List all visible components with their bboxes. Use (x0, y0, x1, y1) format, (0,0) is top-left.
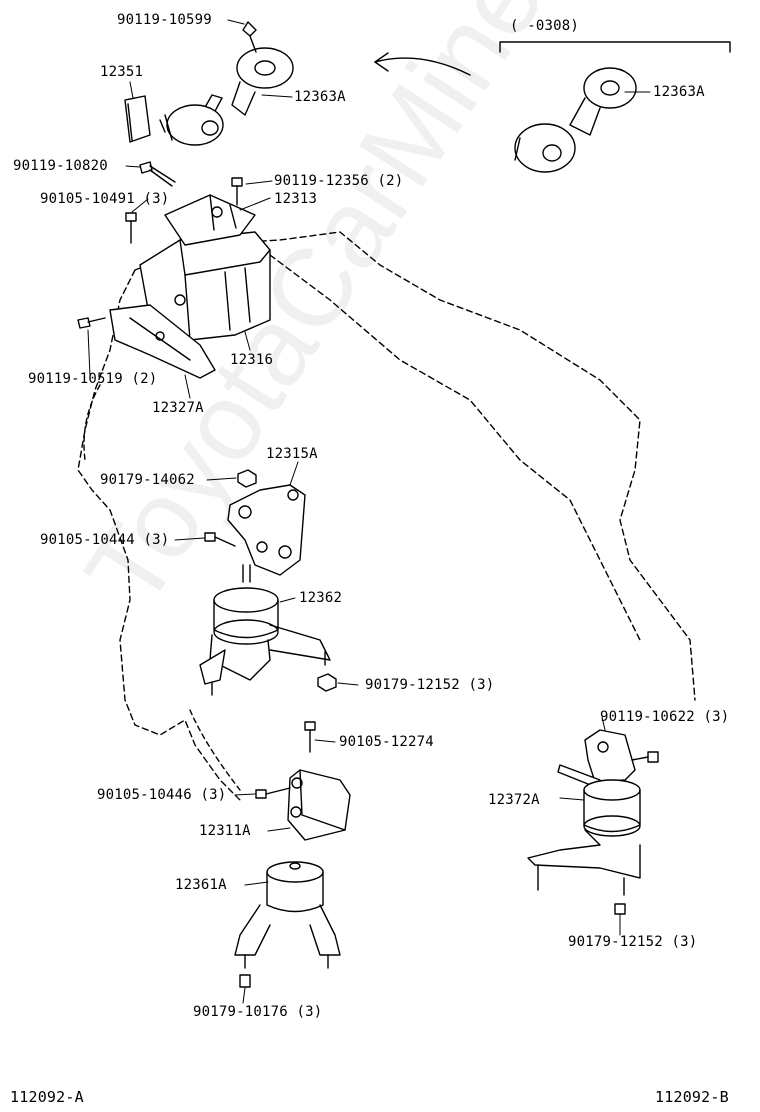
mount-12372A (527, 729, 641, 896)
mount-12363A-right (514, 67, 637, 173)
nut-90179-10176 (239, 974, 251, 988)
nut-90179-14062 (237, 469, 257, 488)
mount-12361A (234, 861, 341, 969)
bracket-12315A (227, 484, 306, 576)
label-12327A: 12327A (152, 400, 204, 416)
label-12315A: 12315A (266, 446, 318, 462)
label-90119-10599: 90119-10599 (117, 12, 212, 28)
range-bracket (499, 41, 731, 53)
bolt-90119-10599 (242, 21, 257, 53)
label-90179-12152-b: 90179-12152 (3) (568, 934, 698, 950)
bracket-12327A (109, 304, 216, 379)
bolt-90105-10446 (255, 787, 291, 799)
bolt-90119-10519 (77, 317, 106, 329)
bolt-90119-10820 (139, 161, 176, 187)
label-12363A-right: 12363A (653, 84, 705, 100)
label-12311A: 12311A (199, 823, 251, 839)
label-90119-10622: 90119-10622 (3) (600, 709, 730, 725)
label-90105-10446: 90105-10446 (3) (97, 787, 227, 803)
label-90179-14062: 90179-14062 (100, 472, 195, 488)
label-90179-12152-a: 90179-12152 (3) (365, 677, 495, 693)
range-label: ( -0308) (510, 18, 580, 34)
nut-90179-12152-b (614, 903, 626, 915)
mount-12363A-left (159, 47, 294, 146)
leader-lines (87, 19, 651, 1004)
footer-code-right: 112092-B (655, 1088, 729, 1106)
part-12351 (124, 95, 151, 143)
bolt-90105-12274 (304, 721, 316, 753)
bolt-90119-10622 (631, 751, 659, 763)
engine-inner-line (269, 254, 641, 641)
nut-90179-12152-a (317, 673, 337, 692)
label-12372A: 12372A (488, 792, 540, 808)
label-90179-10176: 90179-10176 (3) (193, 1004, 323, 1020)
label-12362: 12362 (299, 590, 343, 606)
label-90119-10519: 90119-10519 (2) (28, 371, 158, 387)
bolt-90119-12356 (231, 177, 243, 206)
label-12361A: 12361A (175, 877, 227, 893)
label-12351: 12351 (100, 64, 144, 80)
label-90119-10820: 90119-10820 (13, 158, 108, 174)
label-90119-12356: 90119-12356 (2) (274, 173, 404, 189)
bolt-90105-10491 (125, 212, 137, 244)
leader-dashed-left (83, 384, 241, 791)
label-12363A-left: 12363A (294, 89, 346, 105)
direction-arrow-head (374, 52, 389, 72)
direction-arrow (374, 57, 471, 76)
label-12313: 12313 (274, 191, 318, 207)
label-90105-12274: 90105-12274 (339, 734, 434, 750)
label-90105-10444: 90105-10444 (3) (40, 532, 170, 548)
bracket-12311A (287, 769, 351, 841)
engine-outline (77, 231, 696, 801)
mount-12362 (199, 564, 331, 696)
footer-code-left: 112092-A (10, 1088, 84, 1106)
label-12316: 12316 (230, 352, 274, 368)
bolt-90105-10444 (204, 532, 236, 547)
label-90105-10491: 90105-10491 (3) (40, 191, 170, 207)
